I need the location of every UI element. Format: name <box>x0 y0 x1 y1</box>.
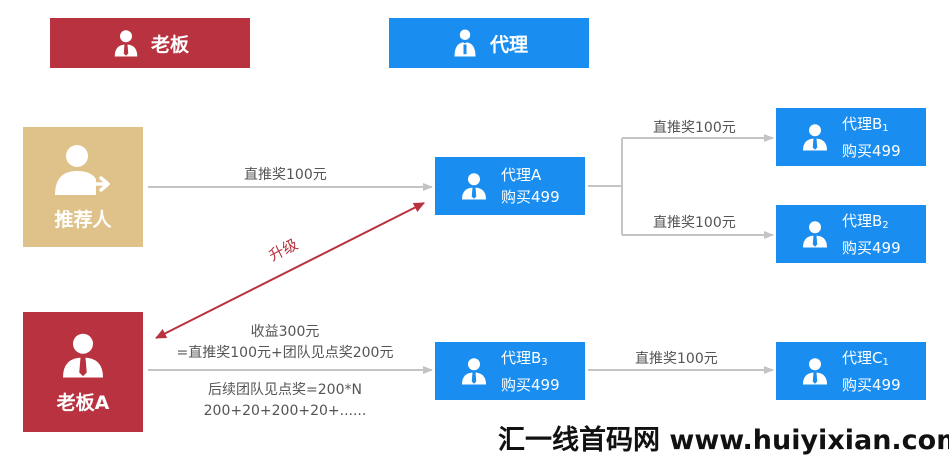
watermark-text: 汇一线首码网 www.huiyixian.com <box>494 418 949 457</box>
info-person-icon <box>454 29 476 57</box>
agent-a-name: 代理A <box>501 166 542 184</box>
agent-b1-node: 代理B1 购买499 <box>776 108 926 166</box>
agent-c1-buy: 购买499 <box>842 375 901 394</box>
agent-c1-name: 代理C1 <box>842 348 889 368</box>
upgrade-arrow <box>155 202 425 339</box>
agent-b3-name: 代理B3 <box>501 348 548 368</box>
agent-c1-node: 代理C1 购买499 <box>776 342 926 400</box>
income-line-1: 收益300元 <box>250 324 320 340</box>
agent-b2-name: 代理B2 <box>842 211 889 231</box>
businessman-icon <box>114 30 138 57</box>
agent-b2-buy: 购买499 <box>842 238 901 257</box>
agent-a-buy: 购买499 <box>501 188 560 206</box>
income-text: 收益300元 =直推奖100元+团队见点奖200元 <box>170 322 400 364</box>
agent-b2-node: 代理B2 购买499 <box>776 205 926 263</box>
legend-agent-label: 代理 <box>489 33 528 56</box>
person-icon <box>803 221 827 248</box>
person-icon <box>803 358 827 385</box>
followup-line-2: 200+20+200+20+...... <box>203 403 367 419</box>
legend-boss: 老板 <box>50 18 250 68</box>
agent-a-node: 代理A 购买499 <box>435 157 585 215</box>
income-line-2: =直推奖100元+团队见点奖200元 <box>176 345 394 361</box>
agent-b3-node: 代理B3 购买499 <box>435 342 585 400</box>
person-icon <box>462 173 486 200</box>
referrer-label: 推荐人 <box>54 208 112 231</box>
person-icon <box>803 124 827 151</box>
boss-a-label: 老板A <box>56 391 110 414</box>
edge-label-a-to-b1: 直推奖100元 <box>653 120 736 136</box>
legend-agent: 代理 <box>389 18 589 68</box>
referrer-node: 推荐人 <box>23 127 143 247</box>
businessman-icon <box>63 333 103 377</box>
edge-label-a-to-b2: 直推奖100元 <box>653 215 736 231</box>
edge-label-b3-to-c1: 直推奖100元 <box>635 351 718 367</box>
agent-b1-name: 代理B1 <box>842 114 889 134</box>
person-icon <box>462 358 486 385</box>
legend-boss-label: 老板 <box>150 33 189 56</box>
edge-label-referrer-to-a: 直推奖100元 <box>244 167 327 183</box>
boss-a-node: 老板A <box>23 312 143 432</box>
followup-text: 后续团队见点奖=200*N 200+20+200+20+...... <box>180 380 390 422</box>
agent-b3-buy: 购买499 <box>501 375 560 394</box>
person-arrow-icon <box>55 144 110 195</box>
agent-b1-buy: 购买499 <box>842 141 901 160</box>
followup-line-1: 后续团队见点奖=200*N <box>208 382 362 398</box>
